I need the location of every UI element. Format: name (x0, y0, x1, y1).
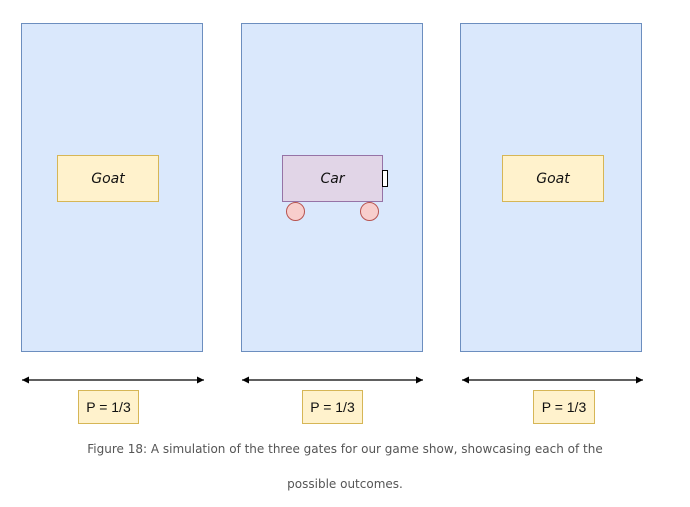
goat-label-gate-1: Goat (57, 155, 159, 202)
figure-caption-line-1: Figure 18: A simulation of the three gat… (87, 442, 603, 456)
probability-gate-3: P = 1/3 (533, 390, 595, 424)
figure-caption-line-2: possible outcomes. (287, 477, 403, 491)
goat-label-gate-3: Goat (502, 155, 604, 202)
car-wheel-rear (286, 202, 305, 221)
car-body: Car (282, 155, 383, 202)
probability-gate-1: P = 1/3 (78, 390, 139, 424)
car-wheel-front (360, 202, 379, 221)
probability-gate-2: P = 1/3 (302, 390, 363, 424)
car-headlight (382, 170, 388, 187)
